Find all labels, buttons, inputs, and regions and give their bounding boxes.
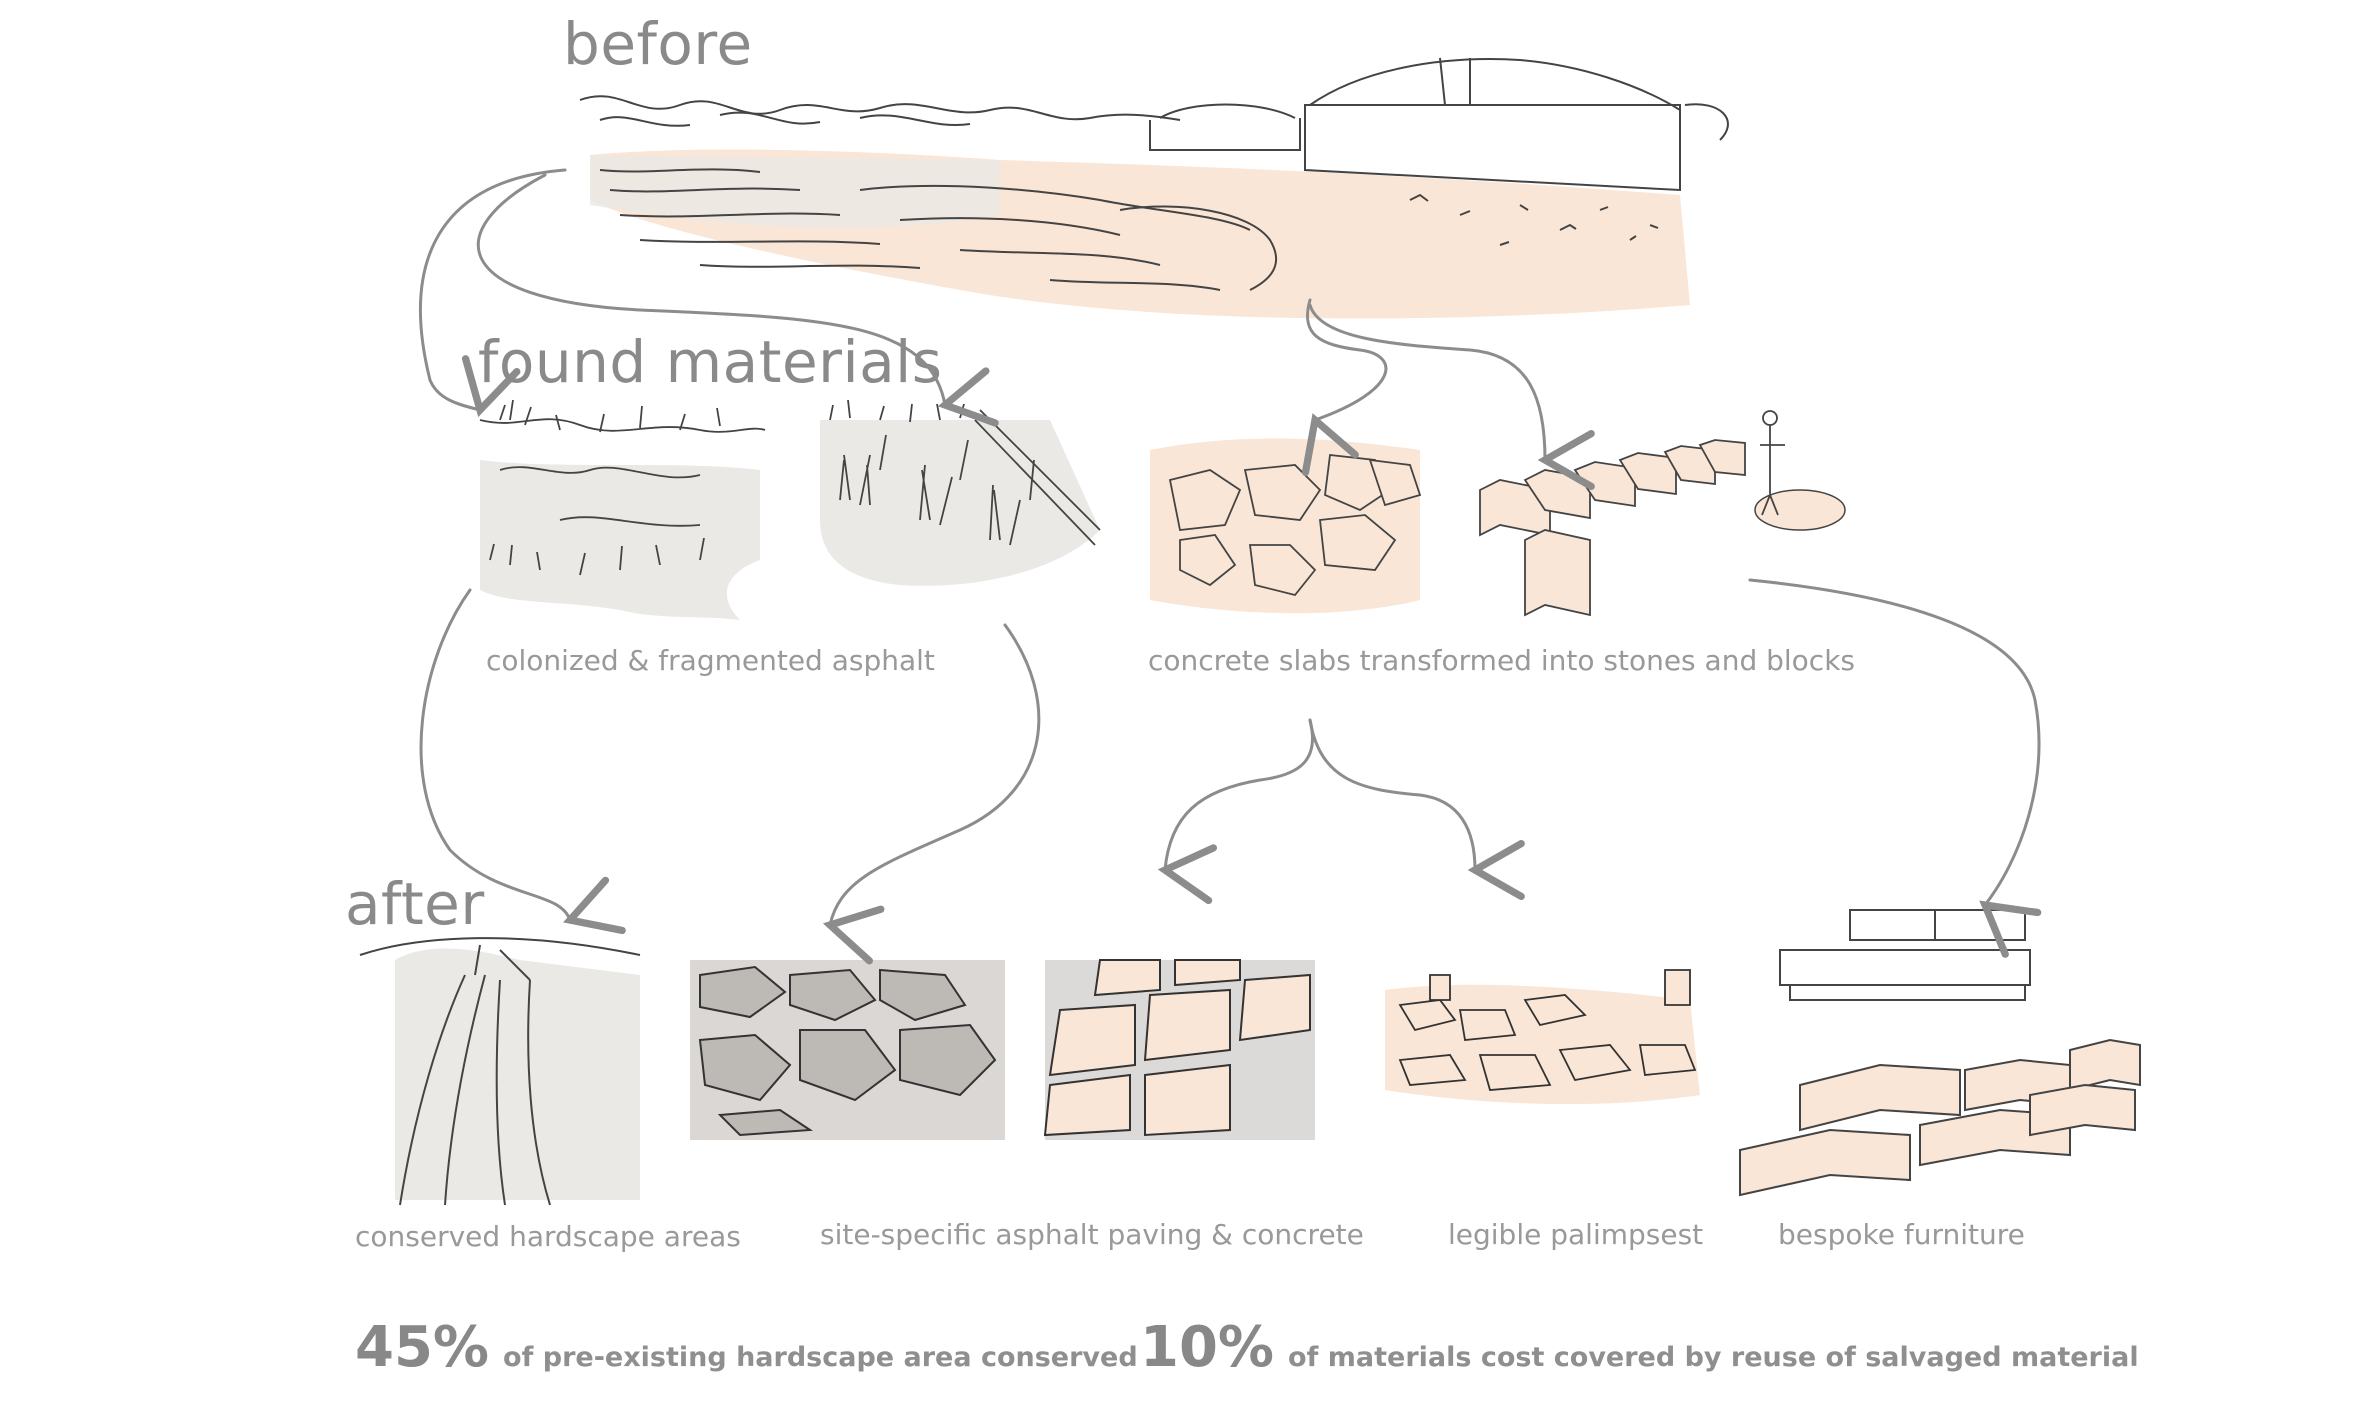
stat-hardscape-conserved: 45% of pre-existing hardscape area conse… [355,1315,1138,1380]
heading-before: before [563,10,753,78]
stat-reuse-value: 10% [1140,1315,1275,1380]
arrow-asphalt-to-conserved [419,588,626,934]
caption-bespoke-furniture: bespoke furniture [1778,1218,2025,1251]
concrete-stones-sketch [1150,438,1422,614]
before-site-sketch [579,57,1729,319]
arrow-asphalt-to-paving [822,623,1041,965]
arrow-blocks-to-furniture [1748,578,2042,958]
asphalt-concrete-paving-sketch [1043,959,1315,1140]
colonized-asphalt-sketch-2 [820,399,1101,586]
stat-reuse-text: of materials cost covered by reuse of sa… [1288,1342,2139,1373]
arrow-concrete-to-palimpsest-split-right [1308,718,1525,901]
caption-conserved-hardscape: conserved hardscape areas [355,1220,741,1253]
arrow-before-to-asphalt-1 [419,168,567,418]
stat-hardscape-value: 45% [355,1315,490,1380]
bespoke-furniture-sketch [1739,909,2141,1197]
caption-concrete-slabs: concrete slabs transformed into stones a… [1148,644,1855,677]
arrow-before-to-stones [1301,298,1388,476]
flow-arrows [419,168,2042,965]
asphalt-paving-sketch [690,960,1005,1140]
heading-after: after [345,870,485,938]
stat-materials-reuse: 10% of materials cost covered by reuse o… [1140,1315,2139,1380]
stat-hardscape-text: of pre-existing hardscape area conserved [503,1342,1138,1373]
heading-found-materials: found materials [478,328,943,396]
caption-legible-palimpsest: legible palimpsest [1448,1218,1704,1251]
caption-asphalt-paving: site-specific asphalt paving & concrete [820,1218,1364,1251]
arrow-concrete-to-paving-split-left [1157,718,1315,905]
caption-colonized-asphalt: colonized & fragmented asphalt [486,644,935,677]
colonized-asphalt-sketch-1 [479,399,766,620]
conserved-hardscape-sketch [359,937,641,1206]
arrow-before-to-blocks [1308,303,1595,491]
palimpsest-sketch [1385,969,1700,1105]
arrow-before-to-asphalt-2 [476,173,999,427]
